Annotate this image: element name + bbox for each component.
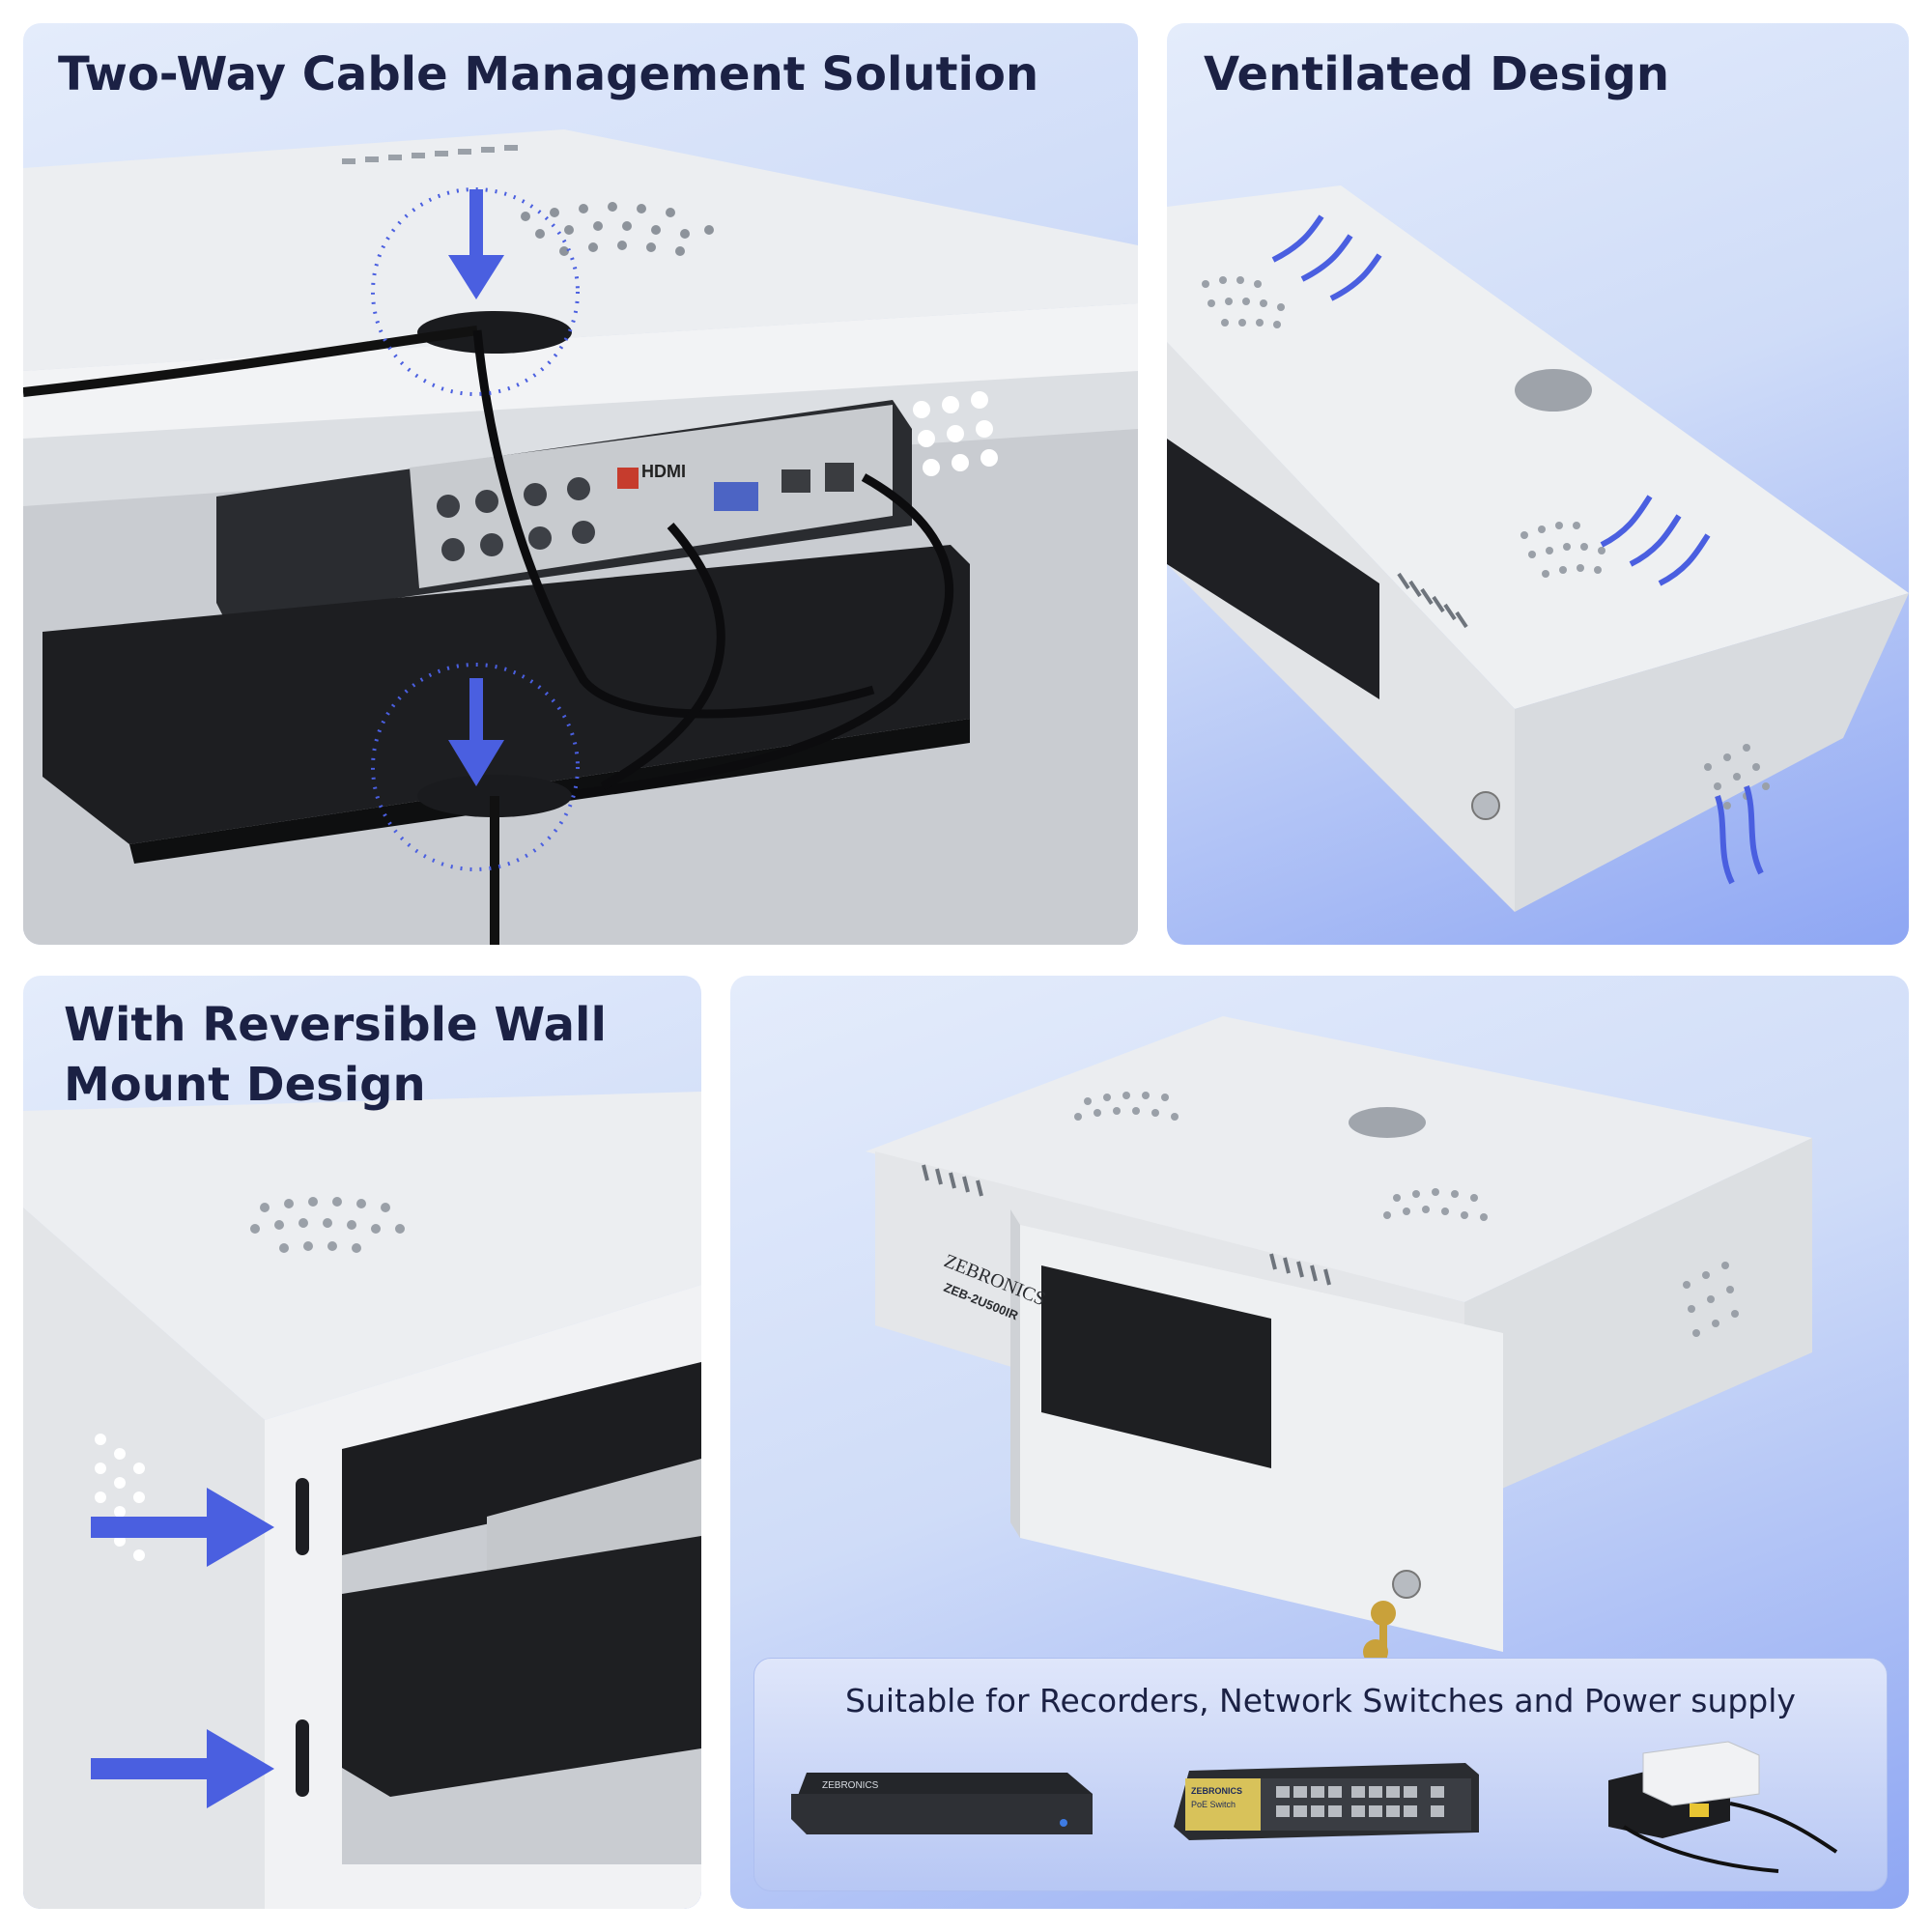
recorder-device: ZEBRONICS: [791, 1773, 1093, 1834]
power-supply-device: [1608, 1741, 1838, 1873]
cable-entry-arrow-icon: [448, 189, 504, 299]
cable-management-title: Two-Way Cable Management Solution: [58, 47, 1039, 101]
compatible-devices-box: Suitable for Recorders, Network Switches…: [753, 1658, 1888, 1891]
compatible-devices-caption: Suitable for Recorders, Network Switches…: [845, 1682, 1796, 1719]
compatible-devices-graphics: ZEBRONICS ZEBRONICS PoE Switch: [791, 1741, 1838, 1873]
mount-arrow-upper-icon: [91, 1488, 274, 1567]
recorder-brand-label: ZEBRONICS: [822, 1780, 879, 1791]
product-panel: ZEBRONICS ZEB-2U500IR Suitable for Recor…: [730, 976, 1909, 1909]
wall-mount-title: With Reversible Wall Mount Design: [64, 998, 607, 1112]
mount-slot-lower: [296, 1719, 309, 1797]
network-switch-device: ZEBRONICS PoE Switch: [1174, 1763, 1479, 1840]
ventilation-panel: Ventilated Design: [1167, 23, 1909, 945]
cable-exit-arrow-icon: [448, 678, 504, 786]
switch-brand-label: ZEBRONICS: [1191, 1786, 1242, 1796]
wall-mount-panel: With Reversible Wall Mount Design: [23, 976, 701, 1909]
ventilation-title: Ventilated Design: [1204, 47, 1670, 101]
lock-icon: [1471, 791, 1500, 820]
mount-slot-upper: [296, 1478, 309, 1555]
hdmi-port-label: HDMI: [641, 462, 686, 481]
wall-mount-illustration: [23, 1092, 701, 1909]
airflow-arrows-icon: [1271, 214, 1764, 885]
ventilation-illustration: [1167, 185, 1909, 912]
cable-management-illustration: HDMI: [23, 129, 1138, 945]
switch-type-label: PoE Switch: [1191, 1800, 1236, 1809]
drawer-lock-icon: [1392, 1570, 1421, 1599]
cable-management-panel: HDMI Two-Way Cable Management Solution: [23, 23, 1138, 945]
mount-arrow-lower-icon: [91, 1729, 274, 1808]
product-illustration: ZEBRONICS ZEB-2U500IR: [866, 1016, 1812, 1719]
